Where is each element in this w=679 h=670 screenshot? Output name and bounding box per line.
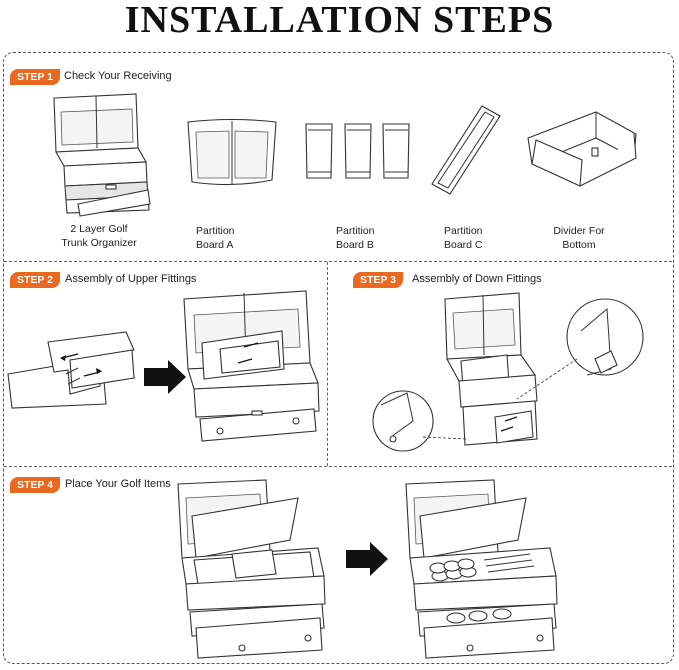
divider-step1 <box>4 261 672 262</box>
step2-badge: STEP 2 <box>10 272 60 288</box>
step3-badge: STEP 3 <box>353 272 403 288</box>
bottom-divider-illustration <box>527 111 637 187</box>
trunk-upper-assembled-illustration <box>183 290 320 442</box>
arrow-right-icon <box>346 542 388 576</box>
divider-step3 <box>4 466 672 467</box>
trunk-organizer-illustration <box>53 93 151 217</box>
step1-label: Check Your Receiving <box>64 70 172 82</box>
steps-frame <box>3 52 674 664</box>
step4-badge: STEP 4 <box>10 477 60 493</box>
page-title: INSTALLATION STEPS <box>124 0 555 41</box>
arrow-right-icon <box>144 360 186 394</box>
upper-partition-assembly-illustration <box>7 331 135 409</box>
trunk-lower-assembly-illustration <box>372 292 644 452</box>
partition-board-a-illustration <box>187 118 277 186</box>
step4-label: Place Your Golf Items <box>65 478 171 490</box>
trunk-empty-illustration <box>177 479 326 659</box>
partition-board-b-illustration <box>305 123 410 179</box>
partition-board-c-illustration <box>431 105 501 195</box>
step2-label: Assembly of Upper Fittings <box>65 273 197 285</box>
step3-label: Assembly of Down Fittings <box>412 273 542 285</box>
step1-badge: STEP 1 <box>10 69 60 85</box>
divider-vertical <box>327 262 328 466</box>
trunk-filled-illustration <box>405 479 558 659</box>
